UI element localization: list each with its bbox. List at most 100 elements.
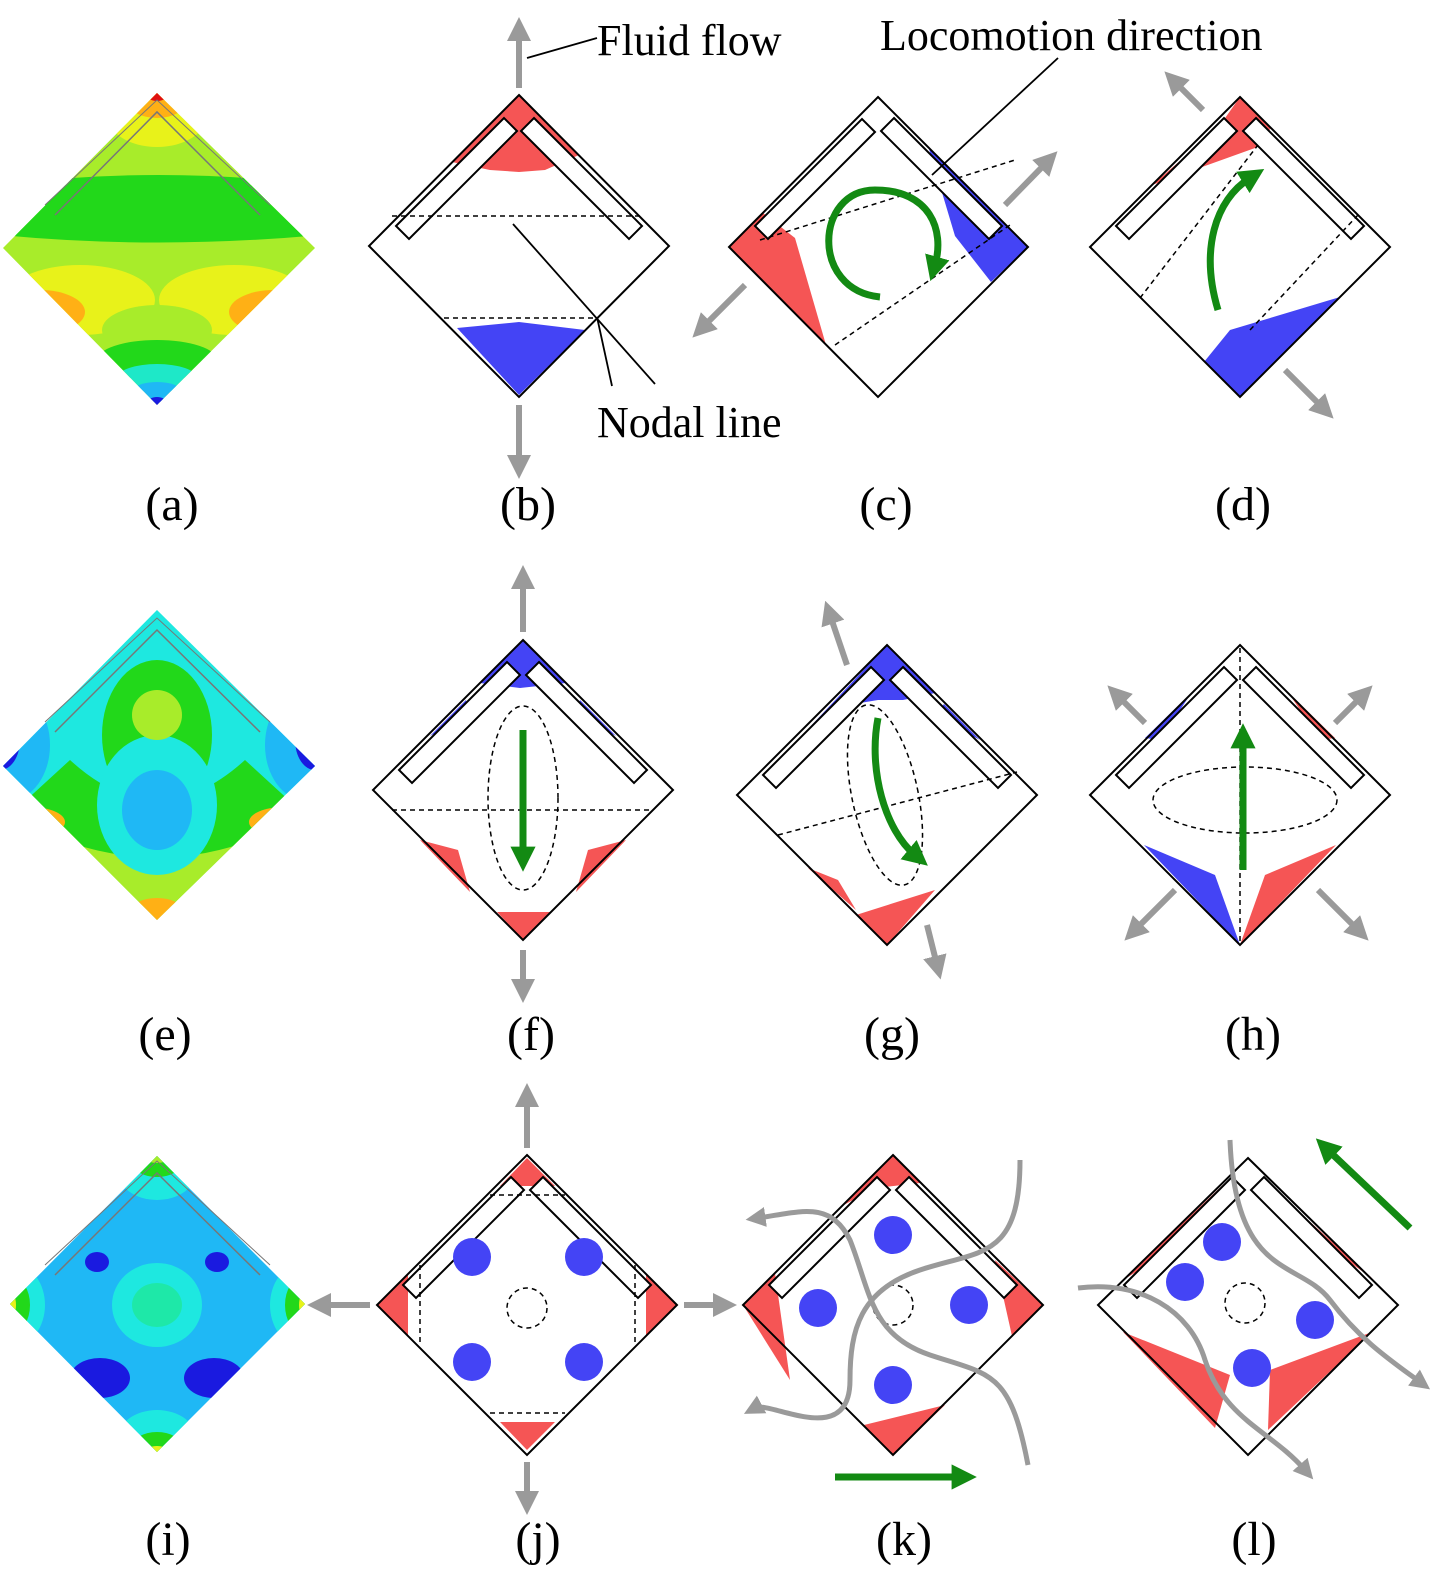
panel-h-diagram	[1088, 643, 1392, 947]
rotation-arrow	[825, 186, 950, 301]
panel-i-contour	[10, 1156, 305, 1452]
electrode-left	[753, 117, 877, 241]
nodal-line	[777, 771, 1018, 836]
electrode-right	[528, 1175, 653, 1300]
caption-f: (f)	[507, 1008, 555, 1061]
plate-outline	[1088, 643, 1392, 947]
caption-h: (h)	[1225, 1008, 1281, 1061]
caption-e: (e)	[138, 1008, 191, 1061]
red-lobe	[743, 1273, 790, 1380]
plate-outline	[727, 95, 1030, 399]
caption-g: (g)	[864, 1008, 920, 1061]
panel-g-diagram	[735, 600, 1039, 980]
locomotion-arrow	[871, 717, 928, 866]
label-fluid-flow: Fluid flow	[597, 16, 782, 65]
red-lobe	[729, 213, 826, 345]
electrode-left	[1114, 665, 1239, 790]
vortex-ellipse	[846, 703, 924, 887]
electrode-right	[1241, 116, 1366, 241]
panel-f-diagram	[371, 565, 675, 1003]
electrode-left	[767, 1175, 892, 1300]
caption-a: (a)	[145, 478, 198, 531]
panel-k-diagram	[741, 1153, 1045, 1490]
fluid-flow-arrow	[821, 600, 850, 666]
plate-outline	[367, 93, 671, 399]
caption-i: (i)	[145, 1513, 190, 1566]
caption-k: (k)	[876, 1513, 932, 1566]
plate-outline	[1096, 1156, 1400, 1457]
blue-spot	[565, 1343, 603, 1381]
annotation-leader	[596, 316, 613, 387]
fluid-flow-arrow	[1282, 367, 1334, 419]
vortex-ellipse	[487, 705, 559, 891]
red-lobe	[500, 1422, 555, 1450]
streamline	[743, 1159, 1023, 1421]
red-lobe	[576, 840, 626, 892]
fluid-flow-arrow	[923, 924, 947, 980]
nodal-line	[834, 224, 1011, 346]
annotation-leader	[526, 37, 598, 59]
electrode-left	[401, 1175, 526, 1300]
blue-spot	[1166, 1263, 1204, 1301]
electrode-right	[879, 116, 1004, 241]
annotation-leader	[512, 223, 656, 385]
red-lobe	[646, 1275, 677, 1336]
label-nodal-line: Nodal line	[597, 398, 782, 447]
panel-l-diagram	[1077, 1138, 1431, 1480]
blue-spot	[1233, 1349, 1271, 1387]
blue-spot	[453, 1238, 491, 1276]
fluid-flow-arrow	[1124, 887, 1178, 941]
panel-c-diagram	[692, 57, 1059, 399]
blue-spot	[874, 1216, 912, 1254]
vortex-circle	[506, 1287, 548, 1329]
caption-d: (d)	[1215, 478, 1271, 531]
red-lobe	[377, 1275, 408, 1336]
electrode-right	[888, 665, 1013, 790]
blue-spot	[874, 1366, 912, 1404]
red-lobe	[856, 840, 997, 945]
streamline	[745, 1207, 1031, 1466]
streamline	[1227, 1139, 1431, 1390]
caption-c: (c)	[859, 478, 912, 531]
electrode-left	[1114, 116, 1239, 241]
streamline	[1077, 1284, 1314, 1480]
plate-outline	[375, 1153, 679, 1457]
panel-j-diagram	[307, 1083, 737, 1515]
panel-e-contour	[3, 610, 315, 920]
locomotion-arrow	[1315, 1138, 1413, 1231]
fluid-flow-arrow	[692, 282, 748, 338]
electrode-left	[397, 660, 522, 785]
caption-b: (b)	[500, 478, 556, 531]
blue-spot	[453, 1343, 491, 1381]
plate-outline	[741, 1153, 1045, 1457]
fluid-flow-arrow	[1107, 685, 1148, 726]
panel-d-diagram	[1088, 71, 1392, 419]
electrode-right	[519, 116, 644, 241]
fluid-flow-arrow	[1002, 151, 1058, 208]
blue-spot	[1296, 1301, 1334, 1339]
blue-spot	[565, 1238, 603, 1276]
panel-b-diagram	[367, 17, 671, 479]
caption-j: (j)	[515, 1513, 560, 1566]
electrode-left	[761, 665, 886, 790]
label-locomotion-direction: Locomotion direction	[880, 11, 1262, 60]
plate-outline	[1088, 95, 1392, 399]
electrode-right	[524, 660, 649, 785]
blue-spot	[1203, 1223, 1241, 1261]
fluid-flow-arrow	[1332, 685, 1373, 726]
plate-outline	[735, 643, 1039, 947]
blue-spot	[950, 1286, 988, 1324]
plate-outline	[371, 638, 675, 942]
electrode-left	[394, 116, 519, 241]
panel-a-contour	[3, 93, 315, 405]
red-lobe	[864, 1405, 945, 1455]
locomotion-arrow	[1206, 169, 1265, 312]
fluid-flow-arrow	[1315, 887, 1369, 941]
red-lobe	[420, 840, 470, 892]
electrode-right	[1249, 1175, 1374, 1300]
electrode-right	[1241, 665, 1366, 790]
caption-l: (l)	[1231, 1513, 1276, 1566]
blue-spot	[799, 1289, 837, 1327]
blue-lobe	[1204, 297, 1340, 397]
